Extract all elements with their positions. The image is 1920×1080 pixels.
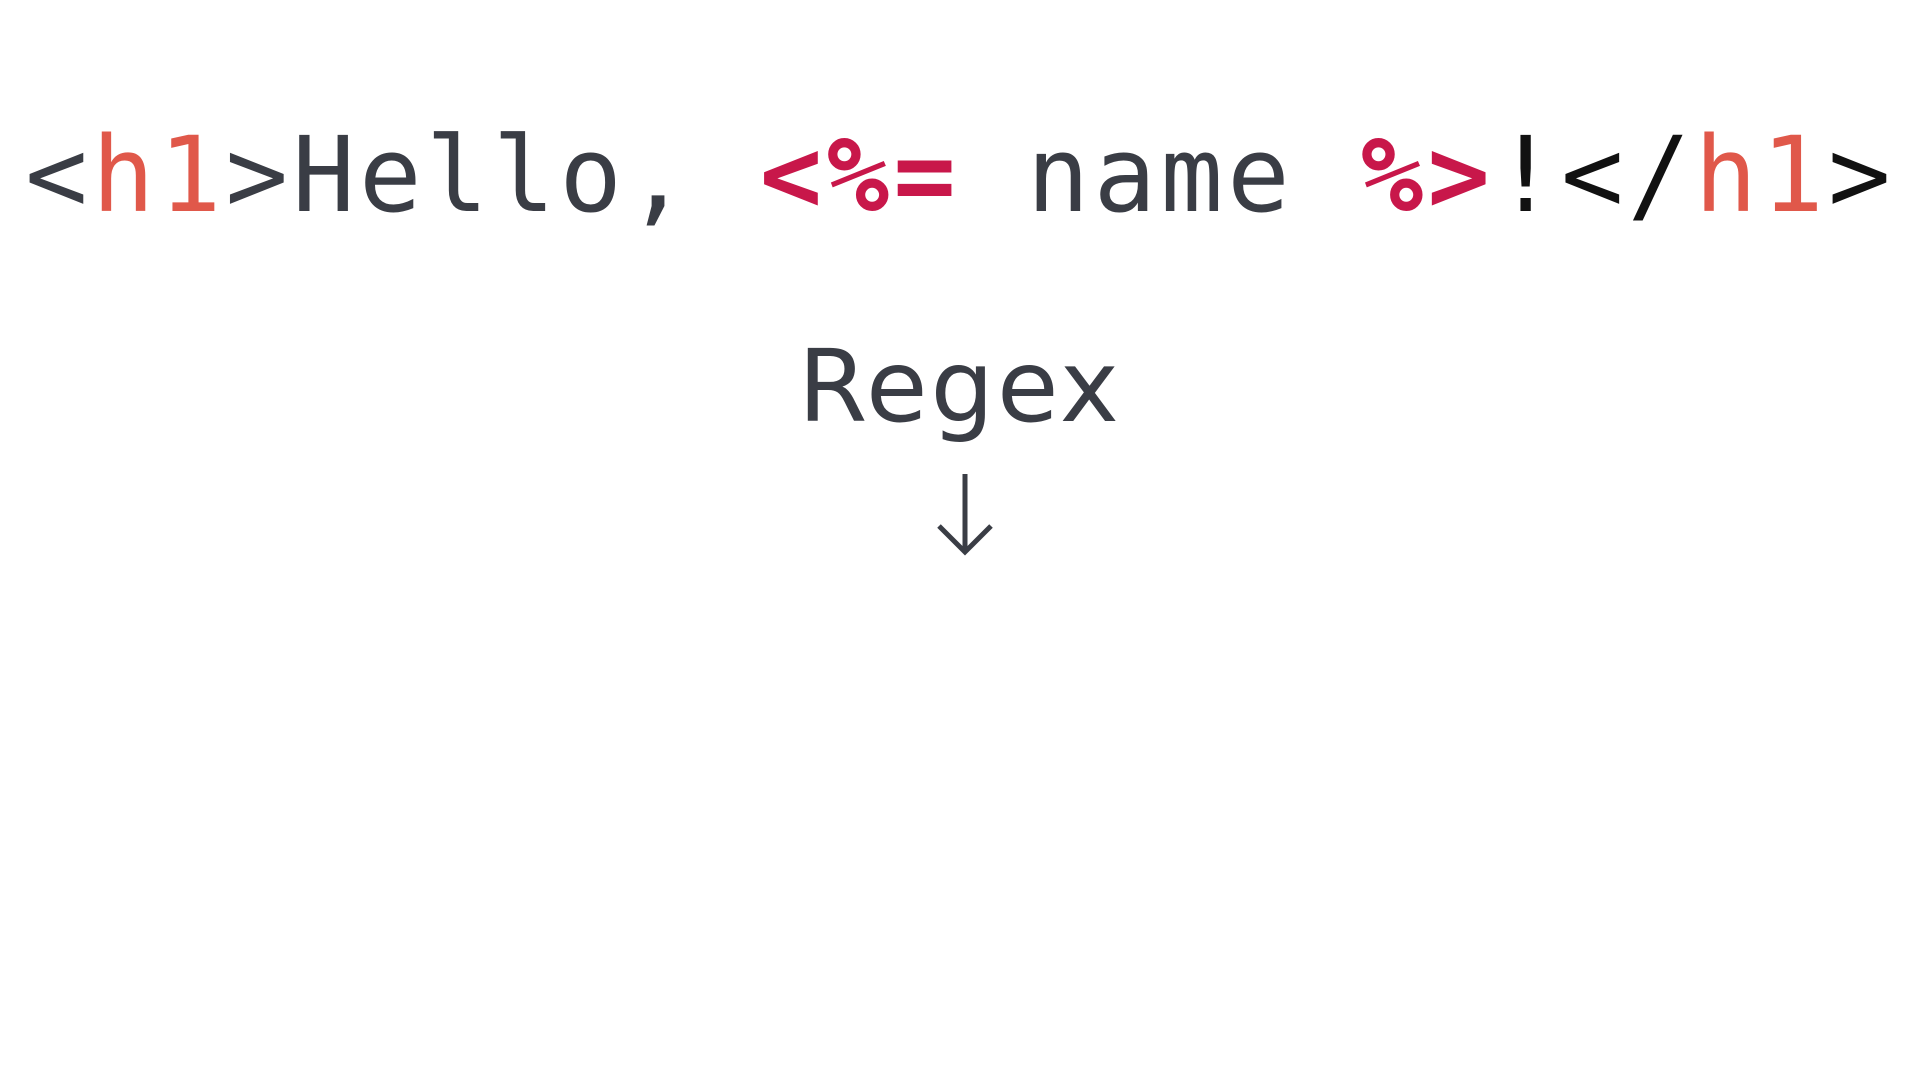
code-token-punct: < (25, 114, 92, 236)
code-token-erb: %> (1360, 114, 1495, 236)
code-token-punct: > (225, 114, 293, 236)
process-label: Regex (798, 328, 1122, 445)
code-token-black: > (1828, 114, 1895, 236)
code-token-text: Hello, (292, 114, 760, 236)
code-token-tag: h1 (91, 114, 226, 236)
code-token-tag: h1 (1694, 114, 1829, 236)
code-token-text: name (960, 114, 1361, 236)
code-token-erb: <%= (759, 114, 960, 236)
code-snippet: <h1>Hello, <%= name %>!</h1> (0, 105, 1920, 245)
code-token-black: </ (1560, 114, 1695, 236)
arrow-down-icon (937, 474, 993, 556)
code-token-black: ! (1494, 114, 1561, 236)
